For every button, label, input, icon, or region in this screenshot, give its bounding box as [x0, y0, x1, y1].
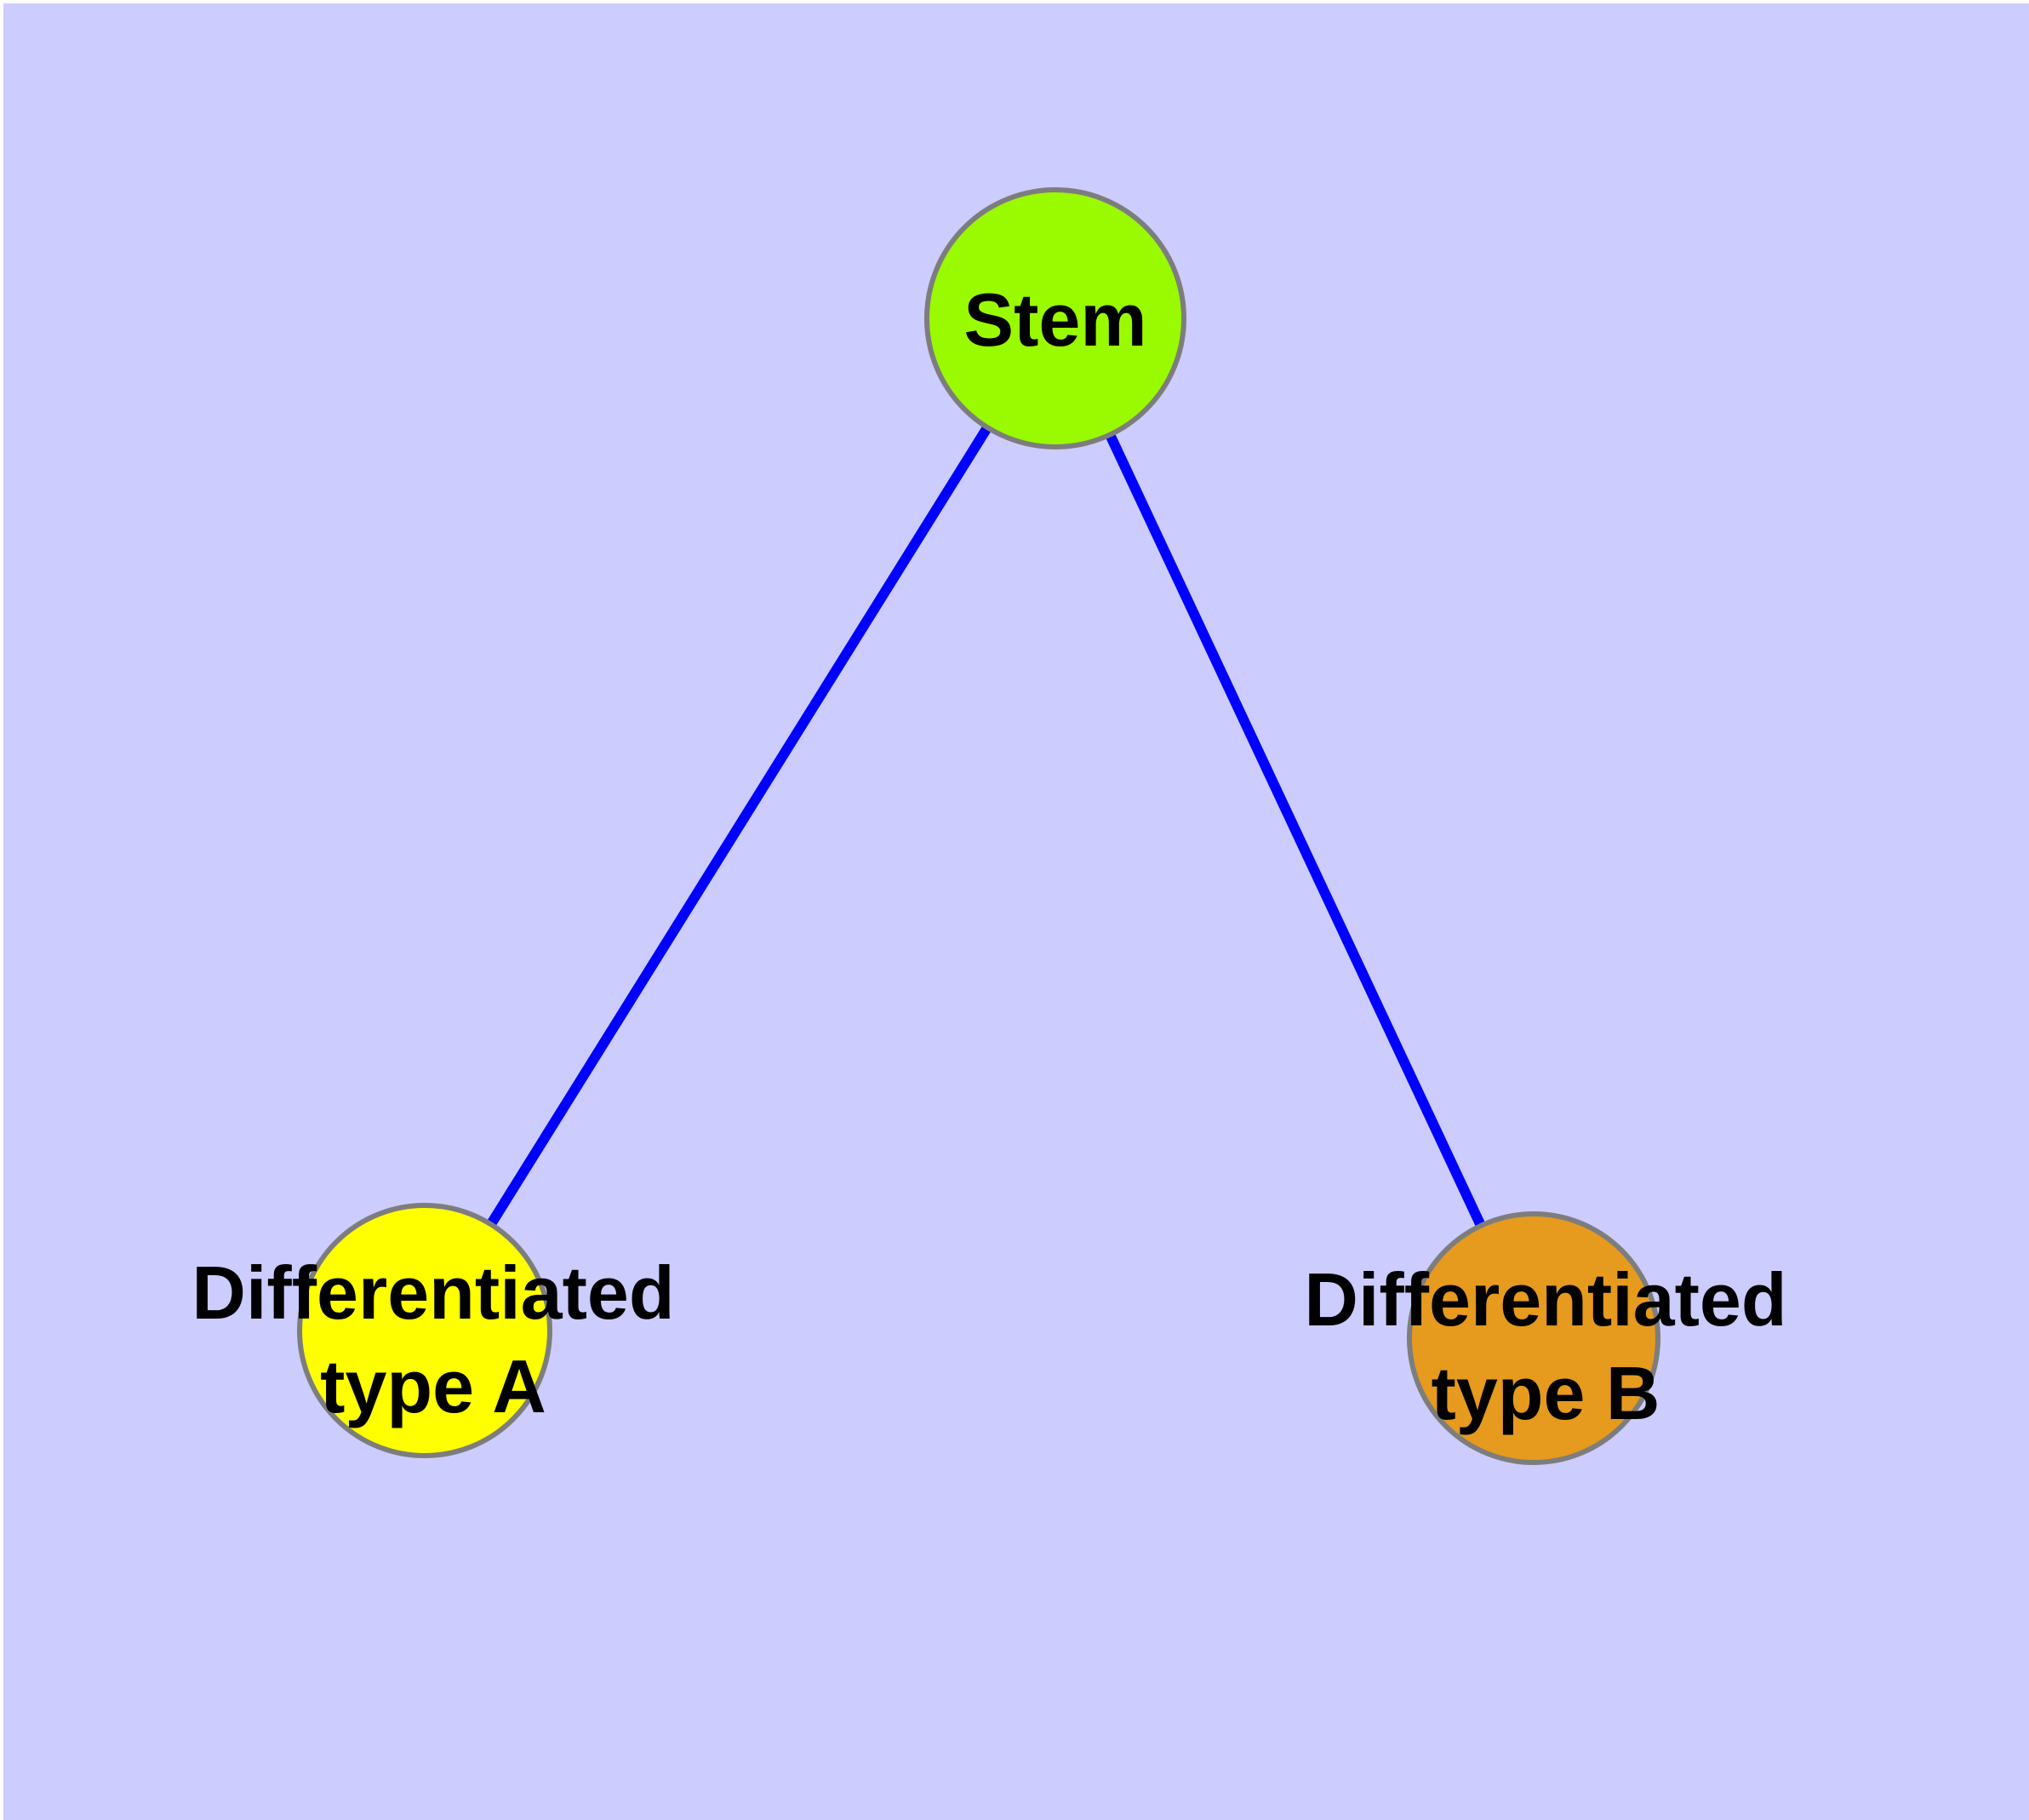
node-differentiated-type-a [297, 1203, 552, 1458]
diagram-canvas: Stem Differentiated type A Differentiate… [3, 3, 2029, 1820]
node-stem-label: Stem [963, 278, 1147, 362]
node-type-b-circle [1407, 1211, 1660, 1465]
node-differentiated-type-b [1407, 1211, 1660, 1465]
node-stem [924, 187, 1186, 449]
node-type-a-circle [297, 1203, 552, 1458]
edge-stem-to-type-b [1050, 316, 1539, 1341]
node-type-a-label: Differentiated type A [191, 1251, 675, 1428]
node-stem-circle [924, 187, 1186, 449]
graph-svg [3, 3, 2029, 1820]
node-type-b-label: Differentiated type B [1304, 1257, 1787, 1435]
edge-stem-to-type-a [420, 315, 1060, 1334]
